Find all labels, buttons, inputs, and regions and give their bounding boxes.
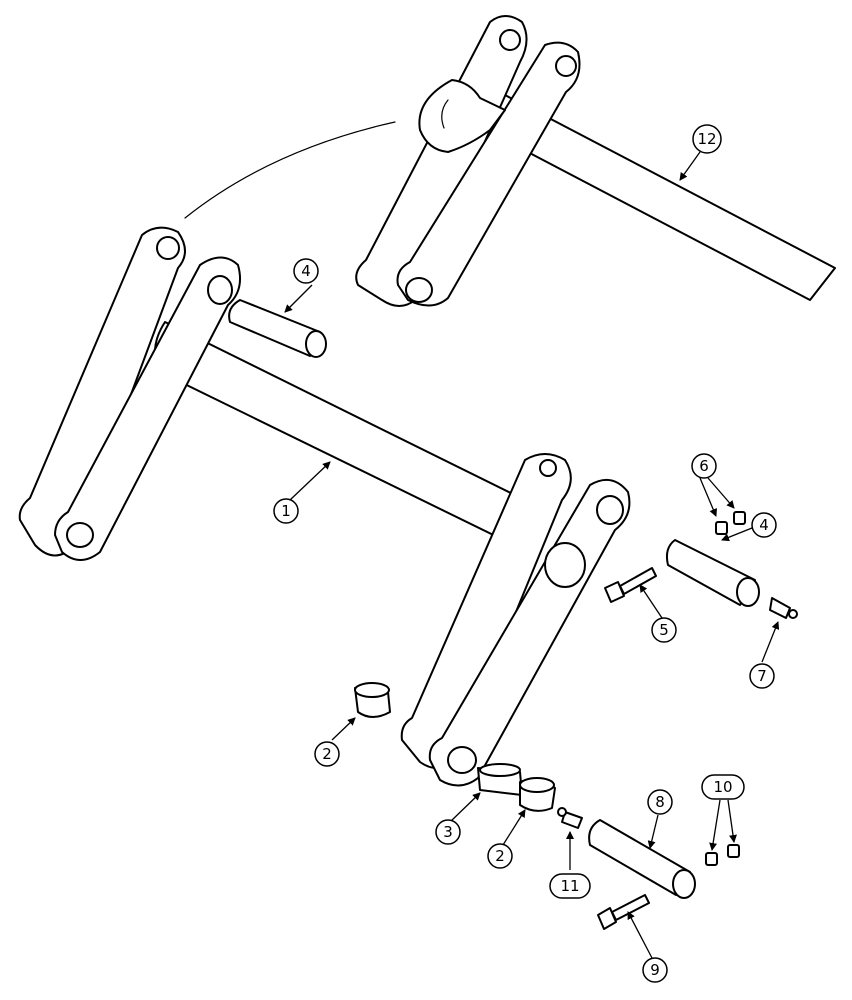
callout-9: 9 xyxy=(642,957,668,983)
callout-12-label: 12 xyxy=(697,130,716,148)
sleeve-3 xyxy=(477,763,523,796)
callout-4-upper-label: 4 xyxy=(301,262,311,280)
callout-4-lower-label: 4 xyxy=(759,516,769,534)
detail-bottom-bushing xyxy=(405,277,433,303)
bushing-2-upper xyxy=(354,682,391,718)
callout-5: 5 xyxy=(651,617,677,643)
callout-3-label: 3 xyxy=(443,823,453,841)
pin-8 xyxy=(588,819,696,899)
callout-6-label: 6 xyxy=(699,457,709,475)
callout-8-label: 8 xyxy=(655,793,665,811)
callout-4-upper: 4 xyxy=(293,258,319,284)
callout-4-lower: 4 xyxy=(751,512,777,538)
detail-cross-tube-assembly xyxy=(184,15,836,307)
callout-6: 6 xyxy=(691,453,717,479)
grease-fitting-11 xyxy=(557,807,583,829)
detail-latch-hook xyxy=(418,79,506,153)
nuts-10 xyxy=(705,844,740,866)
callout-8: 8 xyxy=(647,789,673,815)
callout-3: 3 xyxy=(435,819,461,845)
left-lower-bushing xyxy=(66,522,94,548)
bolt-5 xyxy=(604,567,657,603)
callout-10: 10 xyxy=(701,774,745,800)
leader-lines xyxy=(284,151,780,959)
right-lower-bushing xyxy=(447,746,477,774)
nuts-6 xyxy=(715,511,746,535)
callout-11: 11 xyxy=(549,873,591,899)
detail-arm-pin-hole xyxy=(555,55,577,77)
callout-5-label: 5 xyxy=(659,621,669,639)
callout-2-lower-label: 2 xyxy=(495,847,505,865)
bolt-9 xyxy=(597,894,650,930)
callout-2-lower: 2 xyxy=(487,843,513,869)
cross-tube xyxy=(154,321,536,549)
callout-11-label: 11 xyxy=(560,877,579,895)
callout-12: 12 xyxy=(692,124,722,154)
right-center-boss xyxy=(544,542,586,588)
callout-1: 1 xyxy=(273,498,299,524)
left-upper-bushing xyxy=(207,275,233,305)
main-frame-assembly xyxy=(18,226,631,787)
callout-10-label: 10 xyxy=(713,778,732,796)
detail-arm-pin-hole xyxy=(499,29,521,51)
pin-lower xyxy=(665,539,760,607)
callout-1-label: 1 xyxy=(281,502,291,520)
detail-reference-arc xyxy=(184,121,396,219)
pin-upper xyxy=(228,299,327,358)
callout-7: 7 xyxy=(749,663,775,689)
arm-pin-hole xyxy=(539,459,557,477)
arm-pin-hole xyxy=(156,236,180,260)
callout-2-upper-label: 2 xyxy=(322,745,332,763)
callout-7-label: 7 xyxy=(757,667,767,685)
callout-2-upper: 2 xyxy=(314,741,340,767)
bushing-2-lower xyxy=(519,777,556,812)
grease-fitting-7 xyxy=(769,597,798,619)
left-front-arm xyxy=(54,256,241,561)
callout-9-label: 9 xyxy=(650,961,660,979)
right-upper-bushing xyxy=(596,495,624,525)
detail-right-arm xyxy=(396,41,581,307)
